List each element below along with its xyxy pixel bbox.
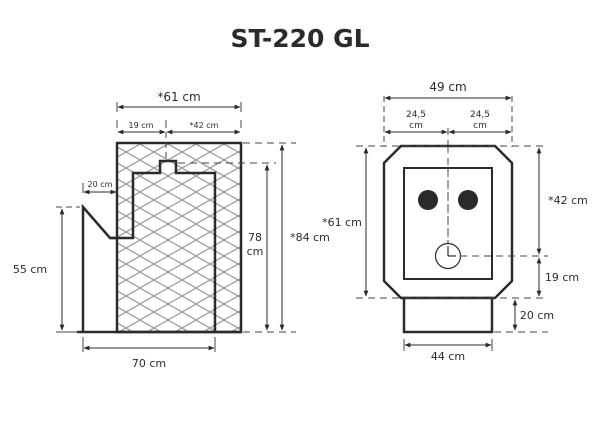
dim-total-width-side: *61 cm	[157, 90, 200, 104]
dim-body-height: *61 cm	[322, 216, 362, 229]
dim-total-height: *84 cm	[290, 231, 330, 244]
front-view: 49 cm 24,5 cm 24,5 cm *61 cm *42 cm 19 c…	[322, 80, 588, 363]
dim-base-length: 70 cm	[132, 357, 166, 370]
dim-right-segment: *42 cm	[190, 121, 219, 130]
dim-half-right-unit: cm	[473, 121, 487, 131]
left-outlet-icon	[418, 190, 438, 210]
dim-base-height: 20 cm	[520, 309, 554, 322]
dim-base-width: 44 cm	[431, 350, 465, 363]
dim-half-left-value: 24,5	[406, 110, 426, 120]
side-view: *61 cm 19 cm *42 cm 20 cm 55 cm 70 cm 78…	[13, 90, 330, 370]
dim-step-offset: 20 cm	[88, 180, 113, 189]
dim-inner-height-value: 78	[248, 231, 262, 244]
dim-lower-right-height: 19 cm	[545, 271, 579, 284]
dim-upper-right-height: *42 cm	[548, 194, 588, 207]
dim-half-left-unit: cm	[409, 121, 423, 131]
sloped-front-panel	[81, 203, 117, 332]
right-outlet-icon	[458, 190, 478, 210]
page-title: ST-220 GL	[230, 24, 370, 53]
dim-total-width-front: 49 cm	[429, 80, 466, 94]
dim-left-segment: 19 cm	[129, 121, 154, 130]
stove-inner-outline	[110, 159, 217, 332]
dim-lower-height: 55 cm	[13, 263, 47, 276]
dim-half-right-value: 24,5	[470, 110, 490, 120]
stove-base	[402, 296, 494, 334]
dim-inner-height-unit: cm	[247, 245, 264, 258]
insulation-body	[117, 143, 241, 332]
clock-icon	[434, 242, 462, 270]
